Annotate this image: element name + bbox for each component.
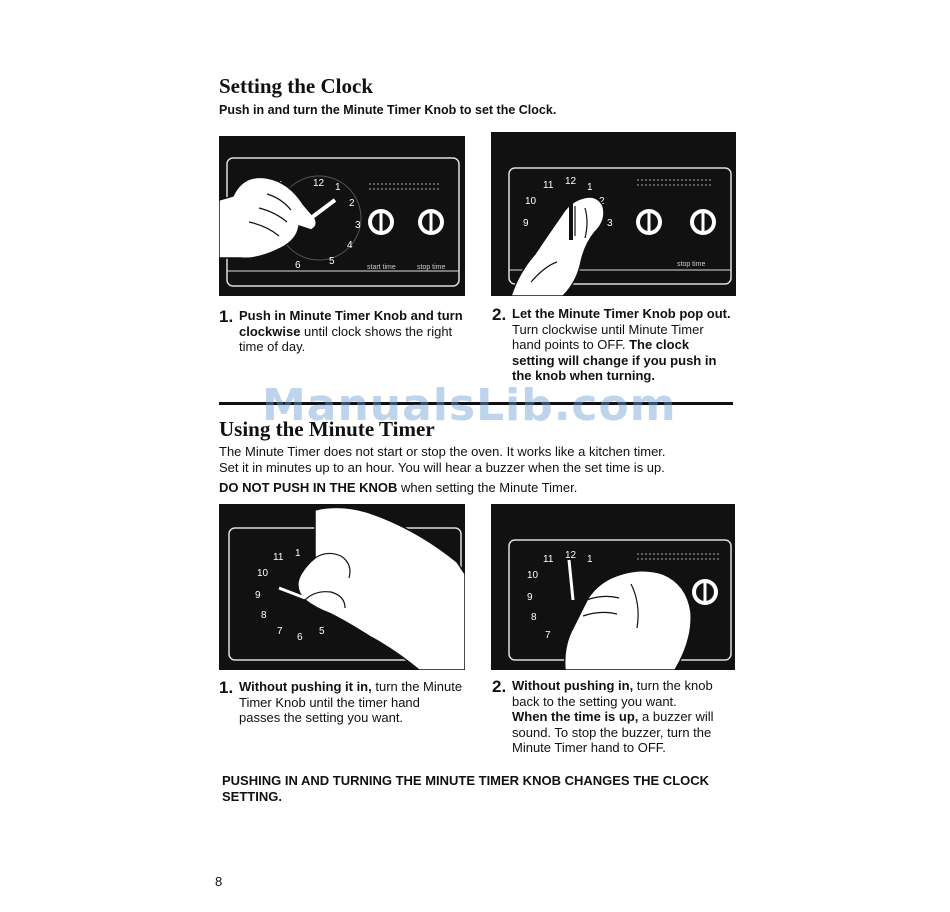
watermark: ManualsLib.com	[262, 380, 677, 431]
svg-text:5: 5	[329, 256, 335, 267]
step-2-minute-timer: 2. Without pushing in, turn the knob bac…	[492, 677, 732, 758]
svg-text:1: 1	[335, 182, 341, 193]
svg-text:10: 10	[257, 568, 269, 579]
svg-text:11: 11	[543, 180, 554, 191]
step-text: Push in Minute Timer Knob and turn clock…	[239, 308, 463, 354]
svg-text:10: 10	[527, 570, 539, 581]
svg-text:stop time: stop time	[677, 261, 706, 268]
svg-text:10: 10	[525, 196, 537, 207]
svg-text:3: 3	[355, 220, 361, 231]
step-text: Let the Minute Timer Knob pop out. Turn …	[512, 306, 731, 383]
svg-text:3: 3	[607, 218, 613, 229]
intro-line-2: Set it in minutes up to an hour. You wil…	[219, 460, 665, 475]
warning-line: DO NOT PUSH IN THE KNOB when setting the…	[219, 480, 578, 495]
svg-text:1: 1	[587, 182, 593, 193]
svg-text:2: 2	[349, 198, 355, 209]
step-text: Without pushing it in, turn the Minute T…	[239, 679, 463, 725]
footer-warning: PUSHING IN AND TURNING THE MINUTE TIMER …	[222, 773, 710, 804]
step-1-setting-clock: 1. Push in Minute Timer Knob and turn cl…	[219, 307, 463, 358]
svg-text:12: 12	[565, 550, 577, 561]
section-divider	[219, 402, 733, 405]
svg-text:7: 7	[545, 630, 551, 641]
svg-text:9: 9	[523, 218, 529, 229]
svg-text:5: 5	[319, 626, 325, 637]
illustration-timer-panel-1: 11 1 10 9 8 7 6 5 2	[219, 504, 465, 670]
svg-text:11: 11	[543, 554, 554, 565]
svg-text:6: 6	[297, 632, 303, 643]
svg-text:9: 9	[527, 592, 533, 603]
section-subtitle: Push in and turn the Minute Timer Knob t…	[219, 103, 557, 117]
svg-text:12: 12	[565, 176, 577, 187]
step-number: 1.	[219, 678, 234, 697]
svg-text:1: 1	[587, 554, 593, 565]
illustration-clock-panel-2: 12 11 1 2 3 10 9 6 stop time	[491, 132, 736, 296]
svg-text:7: 7	[277, 626, 283, 637]
svg-text:8: 8	[261, 610, 267, 621]
svg-text:9: 9	[255, 590, 261, 601]
page-number: 8	[215, 874, 223, 889]
svg-text:6: 6	[295, 260, 301, 271]
svg-text:4: 4	[347, 240, 353, 251]
start-time-label: start time	[367, 264, 396, 271]
svg-text:2: 2	[599, 196, 605, 207]
stop-time-label: stop time	[417, 264, 446, 271]
svg-text:11: 11	[273, 552, 284, 563]
intro-line-1: The Minute Timer does not start or stop …	[219, 444, 666, 459]
step-number: 2.	[492, 305, 507, 324]
illustration-clock-panel-1: 12 11 1 2 3 4 5 6 8 start time stop time	[219, 136, 465, 296]
illustration-timer-panel-2: 11 12 1 10 9 8 7 4	[491, 504, 735, 670]
section-title-minute-timer: Using the Minute Timer	[219, 417, 435, 441]
svg-text:1: 1	[295, 548, 301, 559]
svg-text:8: 8	[531, 612, 537, 623]
step-number: 2.	[492, 677, 507, 696]
svg-text:12: 12	[313, 178, 325, 189]
step-1-minute-timer: 1. Without pushing it in, turn the Minut…	[219, 678, 462, 729]
step-2-setting-clock: 2. Let the Minute Timer Knob pop out. Tu…	[492, 305, 732, 386]
step-text: Without pushing in, turn the knob back t…	[512, 678, 714, 755]
section-title-setting-clock: Setting the Clock	[219, 74, 373, 98]
step-number: 1.	[219, 307, 234, 326]
